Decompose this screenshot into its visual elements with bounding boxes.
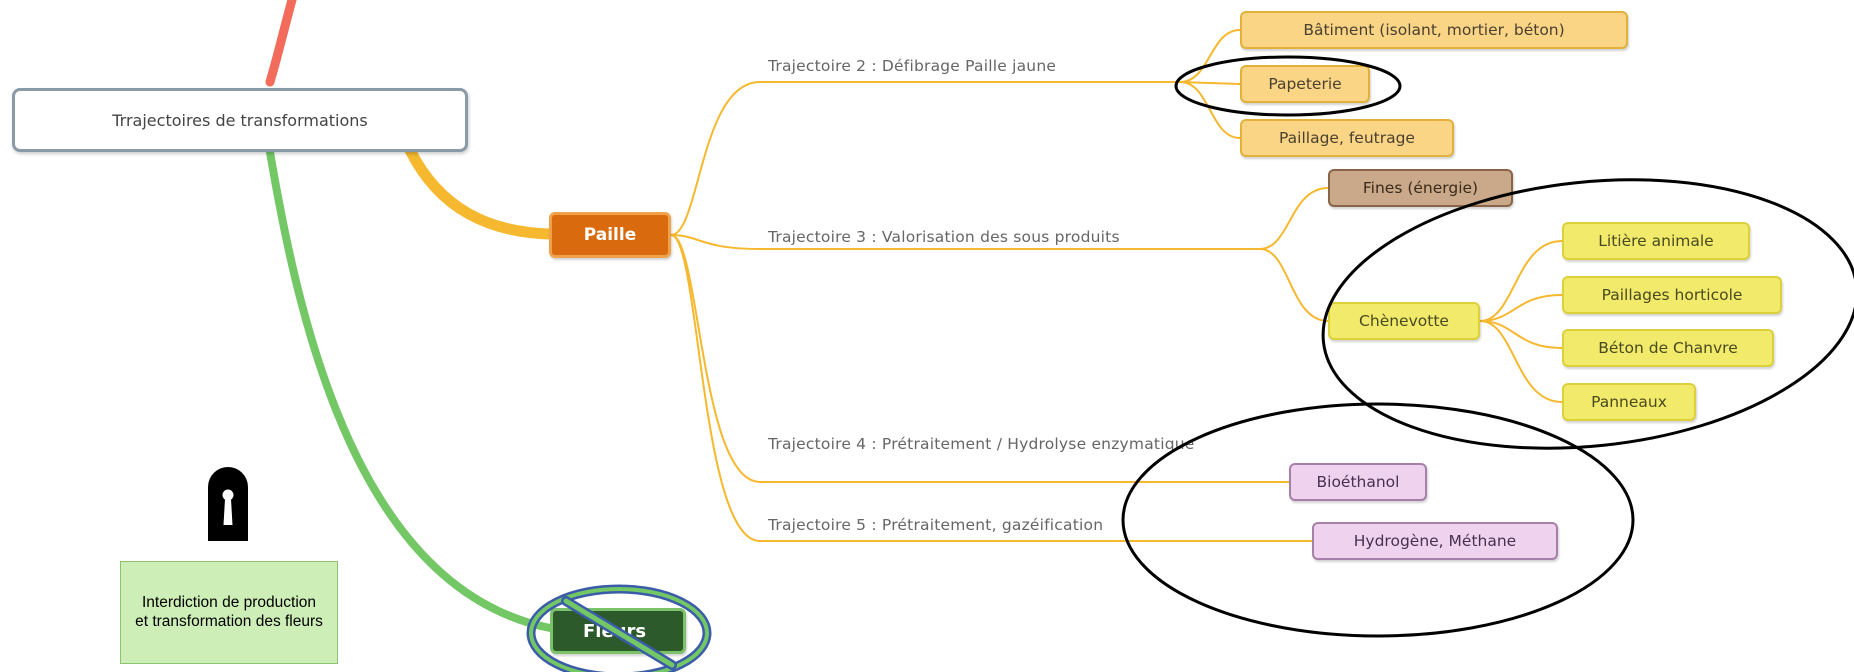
output-litiere-animale-label: Litière animale [1598,232,1714,250]
root-to-fleurs-line [266,148,554,632]
keyhole-lock-icon [208,467,248,541]
trajectory-5-label: Trajectoire 5 : Prétraitement, gazéifica… [768,516,1104,534]
link-fines [1259,187,1329,250]
output-hydrogene-methane-label: Hydrogène, Méthane [1353,532,1517,550]
output-bioethanol-label: Bioéthanol [1316,473,1400,491]
output-litiere-animale[interactable]: Litière animale [1562,222,1750,260]
root-to-paille-line [404,144,555,240]
trajectory-3-label: Trajectoire 3 : Valorisation des sous pr… [768,228,1120,246]
output-paillages-horticole-label: Paillages horticole [1601,286,1743,304]
root-topic[interactable]: Trrajectoires de transformations [12,88,468,152]
paille-node[interactable]: Paille [549,212,671,258]
output-batiment-label: Bâtiment (isolant, mortier, béton) [1303,21,1565,39]
output-fines[interactable]: Fines (énergie) [1328,169,1513,207]
output-chenevotte[interactable]: Chènevotte [1328,302,1480,340]
output-paillage-feutrage-label: Paillage, feutrage [1279,129,1415,147]
interdiction-notice: Interdiction de production et transforma… [120,561,338,664]
output-fines-label: Fines (énergie) [1362,179,1479,197]
link-panneaux [1479,320,1563,403]
output-paillage-feutrage[interactable]: Paillage, feutrage [1240,119,1454,157]
link-batiment [1179,29,1241,83]
output-bioethanol[interactable]: Bioéthanol [1289,463,1427,501]
link-traj5 [670,234,1312,542]
output-hydrogene-methane[interactable]: Hydrogène, Méthane [1312,522,1558,560]
output-papeterie-label: Papeterie [1268,75,1342,93]
root-topic-label: Trrajectoires de transformations [112,110,368,130]
link-litiere [1479,240,1563,322]
paille-label: Paille [583,225,637,245]
red-branch-line [265,0,297,87]
link-traj2 [670,81,1180,236]
trajectory-2-label: Trajectoire 2 : Défibrage Paille jaune [768,57,1057,75]
interdiction-text: Interdiction de production et transforma… [135,593,323,630]
fleurs-label: Fleurs [583,620,647,642]
output-panneaux-label: Panneaux [1591,393,1667,411]
link-traj3 [670,234,1260,250]
output-paillages-horticole[interactable]: Paillages horticole [1562,276,1782,314]
output-batiment[interactable]: Bâtiment (isolant, mortier, béton) [1240,11,1628,49]
trajectory-4-label: Trajectoire 4 : Prétraitement / Hydrolys… [768,435,1195,453]
link-chenevotte [1259,248,1329,322]
output-beton-de-chanvre[interactable]: Béton de Chanvre [1562,329,1774,367]
fleurs-node[interactable]: Fleurs [550,608,686,654]
output-beton-de-chanvre-label: Béton de Chanvre [1598,339,1738,357]
output-panneaux[interactable]: Panneaux [1562,383,1696,421]
output-chenevotte-label: Chènevotte [1359,312,1449,330]
link-paillage [1179,81,1241,139]
output-papeterie[interactable]: Papeterie [1240,65,1370,103]
